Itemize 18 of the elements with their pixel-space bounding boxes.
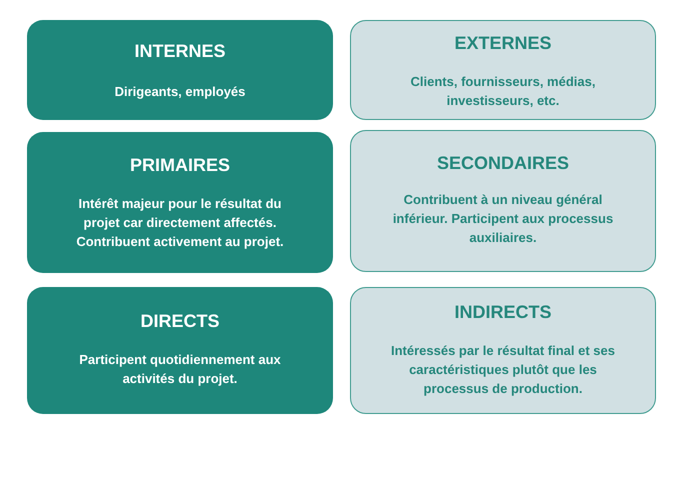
card-heading: SECONDAIRES — [436, 152, 570, 174]
card-heading: PRIMAIRES — [130, 154, 230, 176]
card-heading: EXTERNES — [454, 32, 552, 54]
category-card — [350, 20, 656, 120]
card-description: Intéressés par le résultat final et ses caractéristiques plutôt que les processus de production. — [390, 342, 616, 398]
category-card — [27, 20, 333, 120]
card-description: Dirigeants, employés — [114, 83, 246, 101]
card-description: Contribuent à un niveau général inférieur. Participent aux processus auxiliaires. — [392, 191, 614, 247]
category-card — [27, 132, 333, 273]
card-heading: INTERNES — [134, 40, 226, 62]
category-card — [27, 287, 333, 414]
category-card — [350, 287, 656, 414]
card-description: Participent quotidiennement aux activités du projet. — [78, 351, 282, 388]
category-card — [350, 130, 656, 272]
card-heading: DIRECTS — [140, 310, 220, 332]
card-description: Intérêt majeur pour le résultat du projet car directement affectés. Contribuent activement au projet. — [75, 195, 285, 251]
card-heading: INDIRECTS — [454, 301, 552, 323]
card-description: Clients, fournisseurs, médias, investisseurs, etc. — [410, 73, 596, 110]
